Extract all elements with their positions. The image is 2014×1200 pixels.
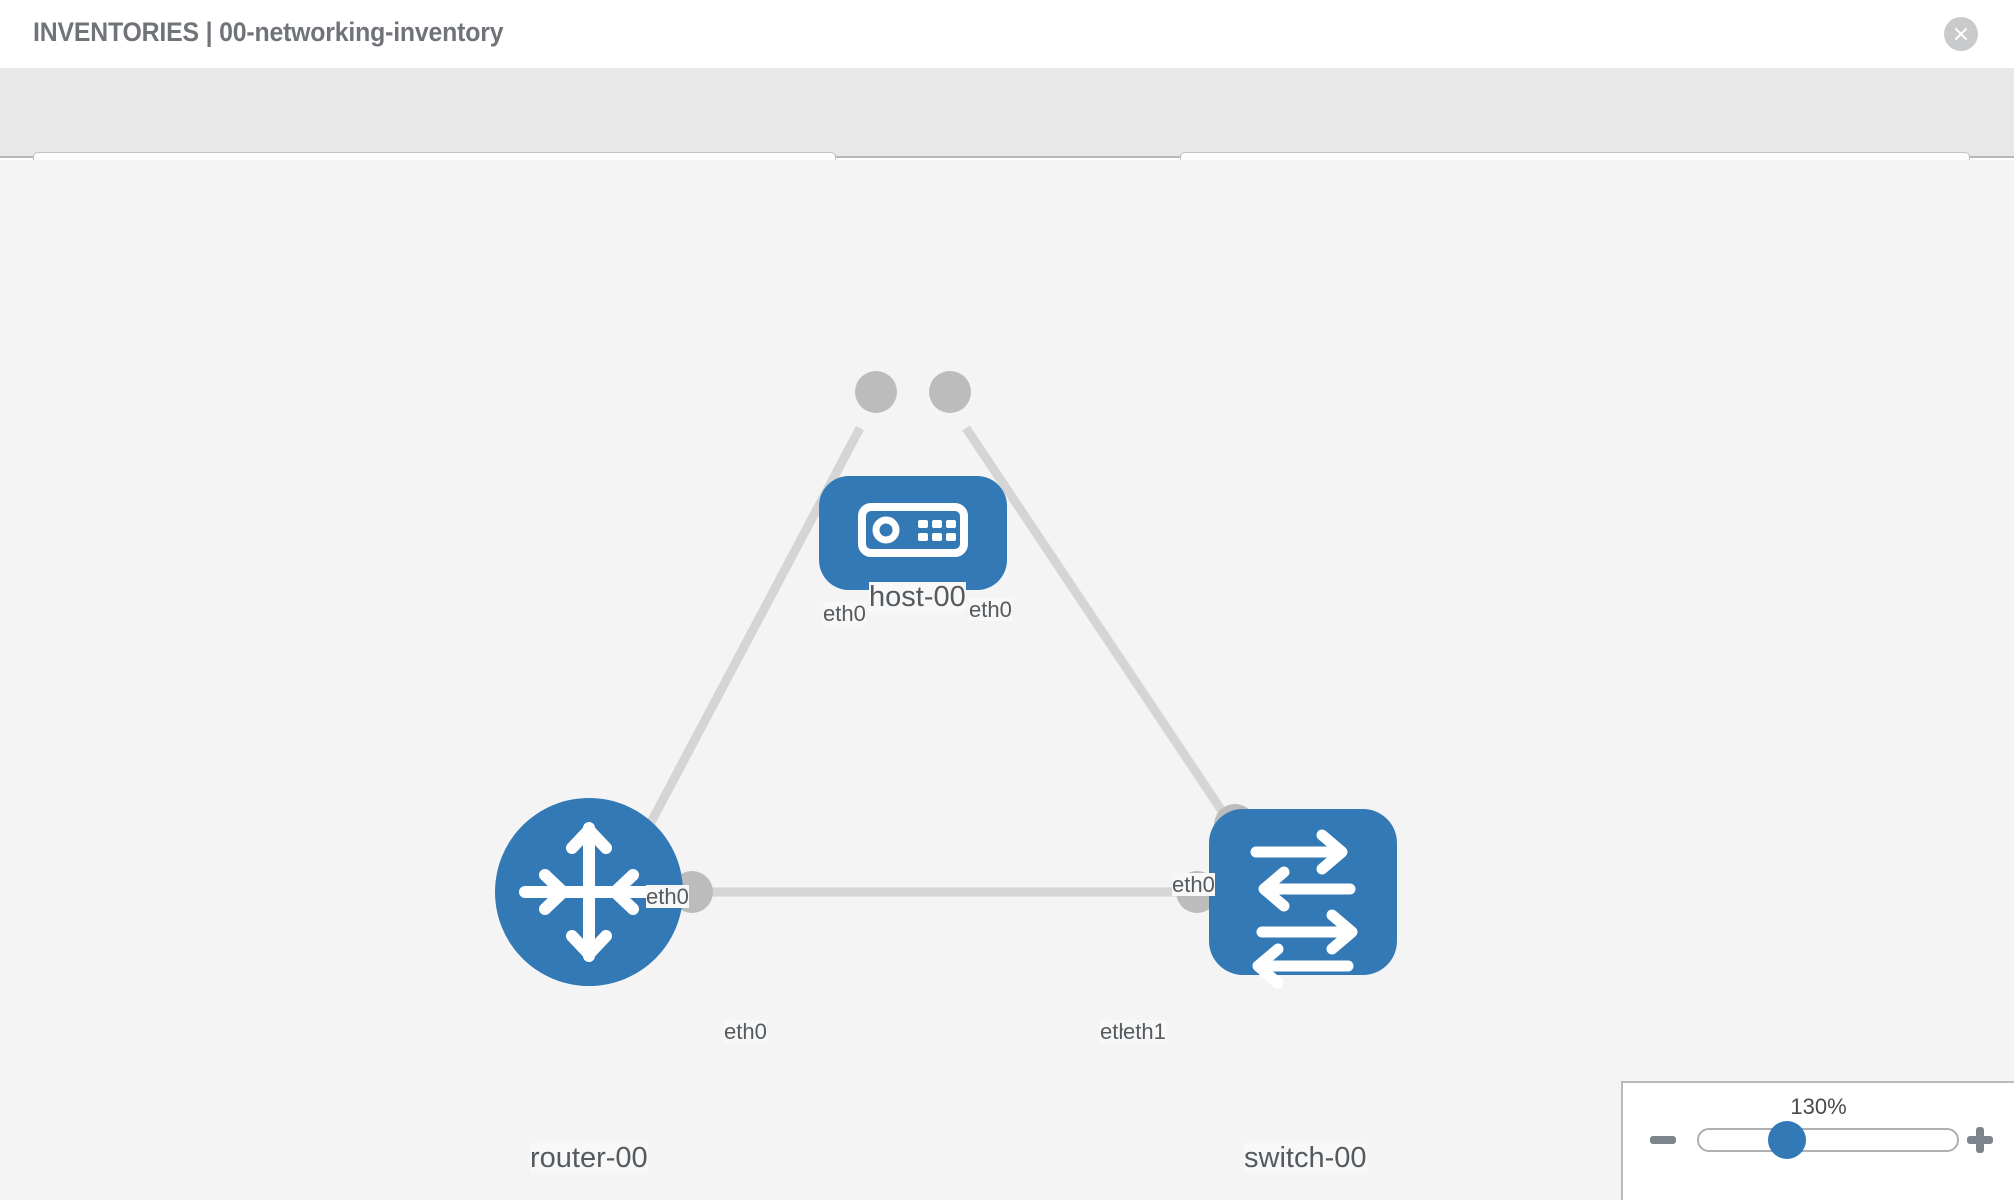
edge-label-router-right-eth0: eth0 [724, 1019, 767, 1044]
switch-arrows-icon [1250, 829, 1358, 989]
edge-label-host-left-eth0: eth0 [823, 601, 866, 626]
page-title: INVENTORIES | 00-networking-inventory [33, 17, 504, 47]
topology-canvas[interactable]: host-00 router-00 switch-00 eth0 eth0 et… [0, 160, 2014, 1200]
zoom-control-panel: 130% [1621, 1081, 2014, 1200]
connector-host-right [929, 371, 971, 413]
zoom-slider-thumb[interactable] [1768, 1121, 1806, 1159]
edge-label-switch-up-eth0: eth0 [1172, 872, 1215, 897]
zoom-in-button[interactable] [1967, 1127, 1993, 1153]
close-icon[interactable] [1944, 17, 1978, 51]
close-glyph [1954, 27, 1968, 41]
node-host-00[interactable] [819, 476, 1007, 590]
server-icon [858, 503, 968, 557]
page-header: INVENTORIES | 00-networking-inventory [0, 0, 2014, 68]
node-label-router-00: router-00 [530, 1142, 648, 1174]
zoom-out-button[interactable] [1650, 1136, 1676, 1144]
edge-label-switch-left-eth1: eth1 [1123, 1019, 1166, 1044]
node-router-00[interactable] [495, 798, 683, 986]
router-arrows-icon [519, 822, 659, 962]
topology-connectors [671, 371, 1256, 913]
edge-label-host-right-eth0: eth0 [969, 597, 1012, 622]
node-label-switch-00: switch-00 [1244, 1142, 1367, 1174]
node-label-host-00: host-00 [869, 581, 966, 613]
topology-graph [495, 371, 1397, 989]
zoom-level-value: 130% [1790, 1094, 1847, 1119]
toolbar: ACTIONS SEARCH [0, 68, 2014, 204]
edge-label-router-up-eth0: eth0 [646, 884, 689, 909]
connector-host-left [855, 371, 897, 413]
link-host-switch [962, 425, 1244, 841]
node-switch-00[interactable] [1209, 809, 1397, 989]
zoom-slider-track[interactable] [1697, 1128, 1959, 1152]
